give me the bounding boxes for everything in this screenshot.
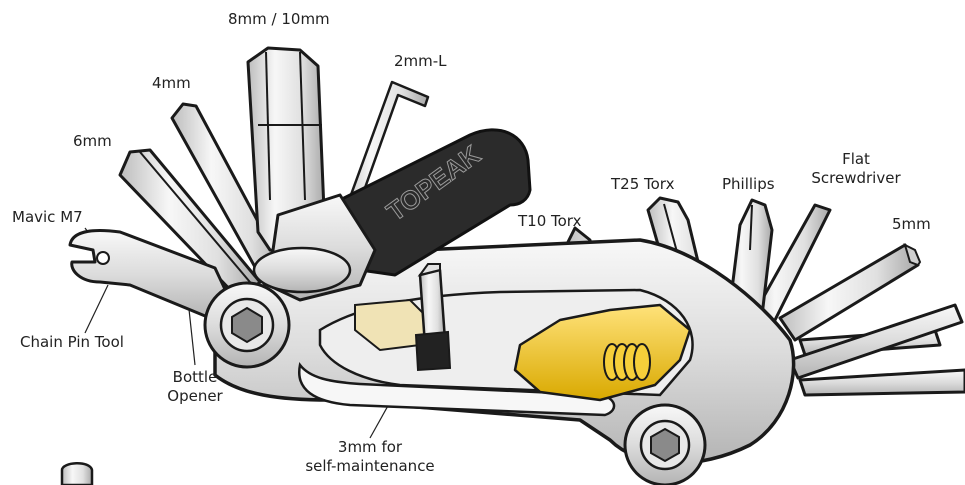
left-bolt: [203, 281, 291, 369]
rubber-lever: [328, 128, 532, 277]
spare-bit: [60, 462, 94, 485]
label-3mm-line1: 3mm for: [337, 438, 403, 456]
label-t25-torx: T25 Torx: [611, 175, 675, 193]
label-flat-screwdriver: Flat Screwdriver: [806, 150, 906, 188]
label-4mm: 4mm: [152, 74, 191, 92]
label-bottle-opener: Bottle Opener: [165, 368, 225, 406]
hex-key-lower-right: [788, 303, 965, 397]
label-phillips: Phillips: [722, 175, 775, 193]
label-3mm-self-maintenance: 3mm for self-maintenance: [297, 438, 443, 476]
label-6mm: 6mm: [73, 132, 112, 150]
label-2mm-l: 2mm-L: [394, 52, 447, 70]
label-bottle-line2: Opener: [167, 387, 223, 405]
label-5mm: 5mm: [892, 215, 931, 233]
label-chain-pin-tool: Chain Pin Tool: [20, 333, 124, 351]
label-8mm-10mm: 8mm / 10mm: [228, 10, 330, 28]
bottle-opener-arm: [68, 229, 232, 320]
socket-8mm-10mm: [246, 46, 377, 302]
chain-tool-spring: [603, 343, 651, 381]
hex-key-3mm: [414, 263, 452, 372]
label-flat-line2: Screwdriver: [811, 169, 901, 187]
right-bolt: [623, 403, 707, 485]
label-mavic-m7: Mavic M7: [12, 208, 83, 226]
label-flat-line1: Flat: [842, 150, 870, 168]
label-bottle-line1: Bottle: [172, 368, 218, 386]
label-3mm-line2: self-maintenance: [305, 457, 435, 475]
label-t10-torx: T10 Torx: [518, 212, 582, 230]
